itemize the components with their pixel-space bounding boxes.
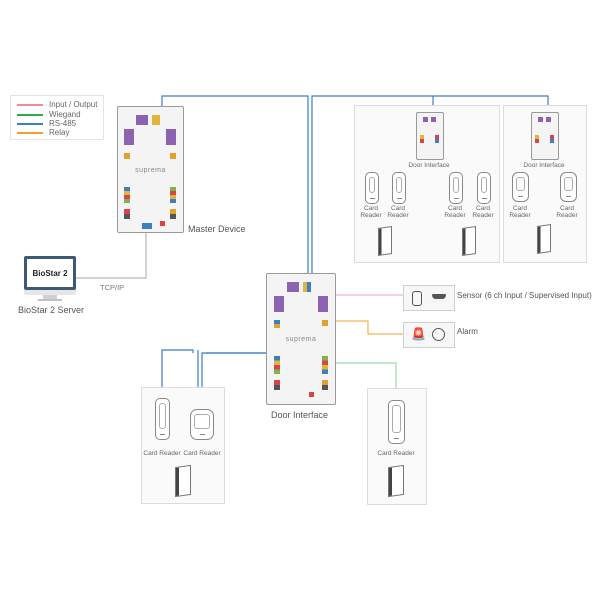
legend-label: RS-485 — [49, 119, 77, 128]
door-interface-main-board[interactable]: suprema — [266, 273, 336, 405]
monitor-base — [38, 299, 62, 301]
terminal-block — [322, 380, 328, 390]
smoke-detector-icon — [432, 294, 446, 299]
terminal-block — [435, 135, 439, 143]
door-icon — [537, 224, 551, 254]
remote-a-door-interface-board[interactable] — [416, 112, 444, 160]
terminal-block — [546, 117, 551, 122]
legend-label: Wiegand — [49, 110, 81, 119]
legend-label: Input / Output — [49, 100, 98, 109]
terminal-block — [124, 187, 130, 203]
legend-item-io: Input / Output — [17, 99, 97, 110]
board-brand: suprema — [285, 336, 317, 343]
tcpip-label: TCP/IP — [100, 283, 125, 292]
remote-b-title: Door Interface — [523, 162, 565, 169]
terminal-block — [160, 221, 165, 226]
terminal-block — [420, 135, 424, 143]
terminal-block — [274, 296, 284, 312]
legend: Input / Output Wiegand RS-485 Relay — [10, 95, 104, 140]
door-interface-main-label: Door Interface — [271, 410, 329, 420]
card-reader-label: Card Reader — [377, 450, 415, 457]
wiegand-di-to-lower-right — [334, 362, 397, 400]
terminal-block — [124, 153, 130, 159]
terminal-block — [322, 356, 328, 374]
alarm-label: Alarm — [457, 327, 478, 336]
door-icon — [175, 464, 191, 498]
legend-item-relay: Relay — [17, 127, 69, 138]
legend-swatch — [17, 122, 43, 125]
server-monitor[interactable]: BioStar 2 — [24, 256, 76, 290]
card-reader-label: Card Reader — [387, 205, 409, 219]
card-reader[interactable] — [512, 172, 529, 202]
legend-item-rs485: RS-485 — [17, 118, 76, 129]
terminal-block — [170, 187, 176, 203]
terminal-block — [136, 115, 148, 125]
terminal-block — [535, 135, 539, 143]
legend-label: Relay — [49, 128, 70, 137]
card-reader-label: Card Reader — [472, 205, 494, 219]
terminal-block — [274, 320, 280, 328]
terminal-block — [124, 209, 130, 219]
card-reader-label: Card Reader — [183, 450, 221, 457]
rs485-lower-reader-a — [161, 349, 194, 398]
card-reader[interactable] — [365, 172, 379, 204]
card-reader-label: Card Reader — [556, 205, 578, 219]
sensor-label: Sensor (6 ch Input / Supervised Input) — [457, 291, 592, 300]
sensor-box[interactable] — [403, 285, 455, 311]
legend-item-wiegand: Wiegand — [17, 109, 81, 120]
terminal-block — [152, 115, 160, 125]
master-device-board[interactable]: suprema — [117, 106, 184, 233]
terminal-block — [170, 153, 176, 159]
motion-sensor-icon — [412, 291, 422, 306]
rs485-master-to-di — [161, 95, 309, 275]
door-icon — [378, 226, 392, 256]
terminal-block — [166, 129, 176, 145]
card-reader[interactable] — [190, 409, 214, 440]
terminal-block — [274, 380, 280, 390]
card-reader-label: Card Reader — [143, 450, 181, 457]
remote-b-door-interface-board[interactable] — [531, 112, 559, 160]
alarm-box[interactable]: 🚨 — [403, 322, 455, 348]
monitor-chin — [24, 290, 76, 295]
terminal-block — [423, 117, 428, 122]
card-reader[interactable] — [155, 398, 170, 440]
card-reader-label: Card Reader — [444, 205, 466, 219]
terminal-block — [550, 135, 554, 143]
card-reader-label: Card Reader — [509, 205, 531, 219]
monitor-screen-text: BioStar 2 — [27, 259, 73, 287]
legend-swatch — [17, 103, 43, 106]
legend-swatch — [17, 131, 43, 134]
terminal-block — [309, 392, 314, 397]
card-reader[interactable] — [560, 172, 577, 202]
terminal-block — [431, 117, 436, 122]
terminal-block — [538, 117, 543, 122]
siren-icon: 🚨 — [411, 327, 426, 341]
terminal-block — [124, 129, 134, 145]
card-reader[interactable] — [392, 172, 406, 204]
terminal-block — [318, 296, 328, 312]
legend-swatch — [17, 113, 43, 116]
door-icon — [462, 226, 476, 256]
card-reader[interactable] — [477, 172, 491, 204]
terminal-block — [274, 356, 280, 374]
ethernet-port — [142, 223, 152, 229]
monitor-stand — [43, 295, 57, 299]
server-label: BioStar 2 Server — [18, 305, 85, 315]
card-reader[interactable] — [388, 400, 405, 444]
bell-icon — [432, 328, 445, 341]
remote-a-title: Door Interface — [408, 162, 450, 169]
rs485-di-to-remote-a — [311, 95, 434, 275]
relay-wire — [334, 320, 403, 335]
door-icon — [388, 464, 404, 498]
card-reader-label: Card Reader — [360, 205, 382, 219]
terminal-block — [170, 209, 176, 219]
master-device-label: Master Device — [188, 224, 246, 234]
terminal-block — [287, 282, 299, 292]
board-brand: suprema — [135, 167, 166, 174]
tcpip-wire — [76, 230, 147, 279]
terminal-block — [322, 320, 328, 326]
terminal-block — [303, 282, 311, 292]
card-reader[interactable] — [449, 172, 463, 204]
